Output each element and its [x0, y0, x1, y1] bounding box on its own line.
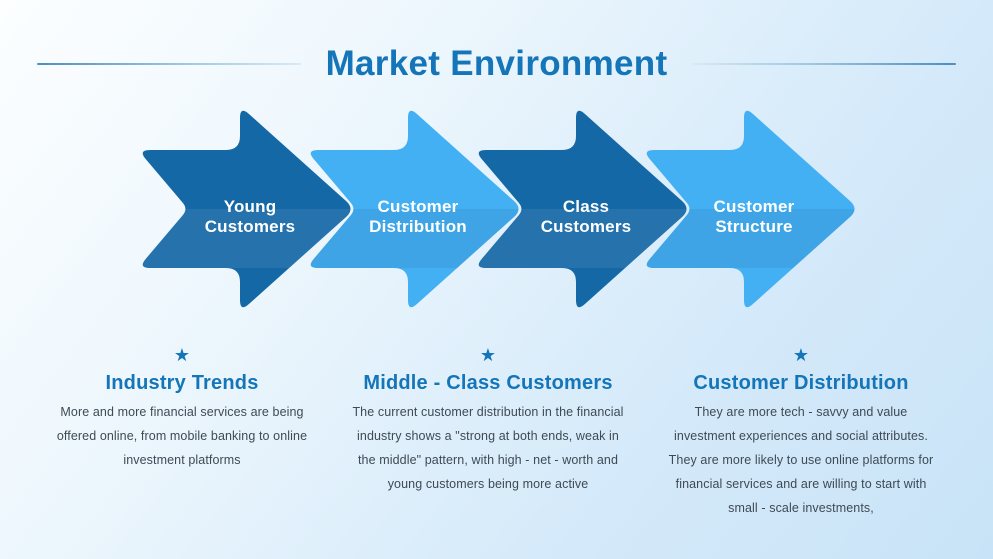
star-icon: ★	[173, 345, 191, 365]
info-section-middle-class-customers: ★ Middle - Class Customers The current c…	[328, 346, 648, 496]
arrow-label-young-customers: Young Customers	[204, 197, 296, 236]
arrow-label-customer-distribution: Customer Distribution	[369, 197, 467, 236]
process-arrow-4	[646, 110, 855, 308]
star-icon: ★	[792, 345, 810, 365]
title-rule-left	[37, 63, 301, 65]
info-section-industry-trends: ★ Industry Trends More and more financia…	[32, 346, 332, 472]
process-arrow-3	[478, 110, 687, 308]
star-icon: ★	[479, 345, 497, 365]
section-body: The current customer distribution in the…	[352, 405, 624, 491]
section-heading: Customer Distribution	[693, 372, 909, 394]
page-title: Market Environment	[325, 44, 668, 83]
arrow-label-customer-structure: Customer Structure	[713, 197, 795, 236]
process-arrow-1	[142, 110, 351, 308]
process-arrow-2	[310, 110, 519, 308]
info-section-customer-distribution: ★ Customer Distribution They are more te…	[636, 346, 966, 520]
title-rule-right	[692, 63, 956, 65]
section-body: They are more tech - savvy and value inv…	[668, 405, 934, 515]
section-heading: Middle - Class Customers	[363, 372, 613, 394]
section-body: More and more financial services are bei…	[56, 405, 308, 467]
arrow-label-class-customers: Class Customers	[540, 197, 632, 236]
section-heading: Industry Trends	[105, 372, 259, 394]
title-row: Market Environment	[0, 44, 993, 84]
